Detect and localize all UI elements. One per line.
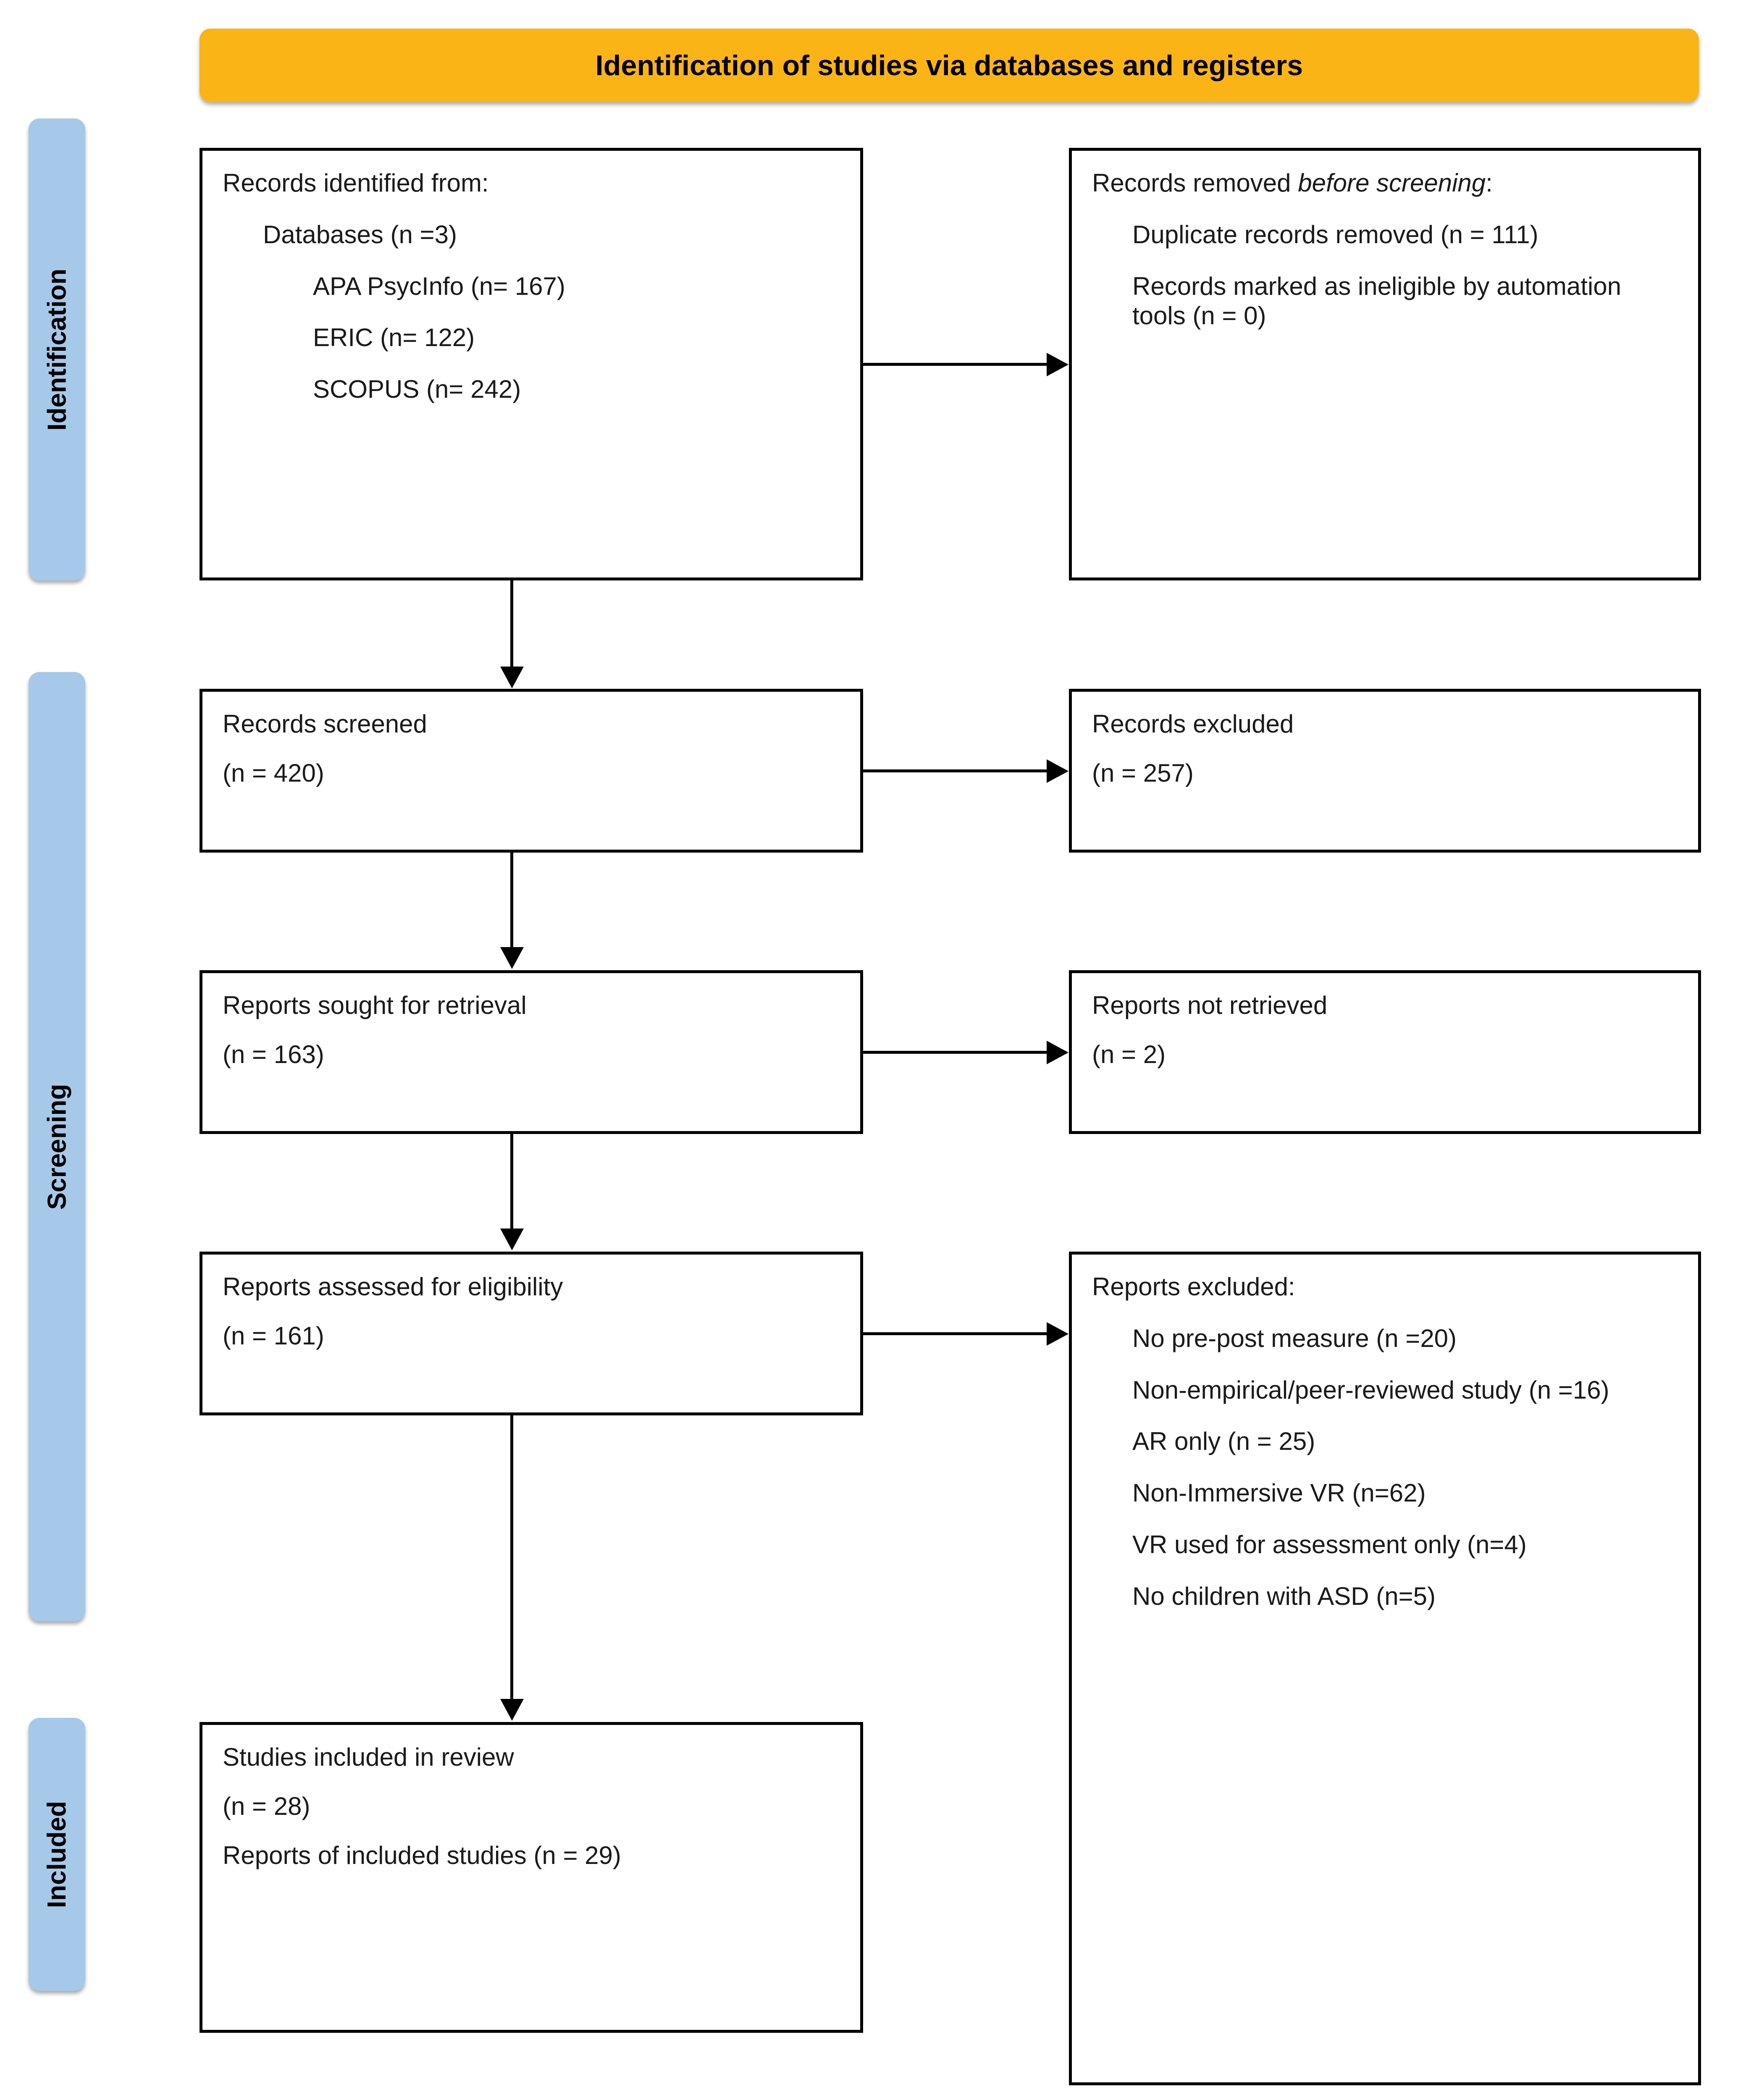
arrowhead-identified-to-removed (1047, 353, 1069, 376)
reason-no-children-with-asd: No children with ASD (n=5) (1132, 1582, 1436, 1610)
diagram-header-banner: Identification of studies via databases … (200, 29, 1699, 102)
arrowhead-assessed-to-reports-excluded (1047, 1322, 1069, 1346)
records-identified-heading: Records identified from: (223, 169, 489, 197)
arrowhead-sought-to-assessed (500, 1228, 524, 1250)
arrowhead-screened-to-sought (500, 947, 524, 969)
records-removed-heading-plain: Records removed (1092, 169, 1298, 197)
box-records-screened: Records screened (n = 420) (200, 689, 863, 853)
studies-included-count: (n = 28) (223, 1792, 310, 1820)
stage-label-screening: Screening (42, 1084, 71, 1210)
records-removed-heading-colon: : (1486, 169, 1493, 197)
records-identified-databases: Databases (n =3) (263, 220, 457, 249)
records-removed-heading: Records removed before screening: (1092, 168, 1678, 198)
stage-rail-included: Included (29, 1718, 85, 1991)
connector-sought-to-not-retrieved (863, 1051, 1047, 1054)
records-identified-apa-psycinfo: APA PsycInfo (n= 167) (313, 272, 565, 300)
banner-title: Identification of studies via databases … (595, 49, 1303, 81)
reason-vr-assessment-only: VR used for assessment only (n=4) (1132, 1530, 1527, 1559)
records-removed-heading-italic: before screening (1298, 169, 1486, 197)
duplicate-records-removed: Duplicate records removed (n = 111) (1132, 220, 1538, 249)
records-identified-eric: ERIC (n= 122) (313, 323, 475, 352)
connector-assessed-to-included (510, 1415, 513, 1699)
reason-ar-only: AR only (n = 25) (1132, 1427, 1315, 1456)
arrowhead-sought-to-not-retrieved (1047, 1041, 1069, 1064)
box-records-excluded: Records excluded (n = 257) (1069, 689, 1701, 853)
reports-assessed-title: Reports assessed for eligibility (223, 1273, 563, 1301)
records-excluded-title: Records excluded (1092, 710, 1294, 738)
records-marked-ineligible: Records marked as ineligible by automati… (1132, 272, 1621, 330)
box-reports-not-retrieved: Reports not retrieved (n = 2) (1069, 970, 1701, 1134)
stage-label-included: Included (42, 1801, 71, 1908)
connector-sought-to-assessed (510, 1134, 513, 1228)
stage-rail-screening: Screening (29, 672, 85, 1621)
records-excluded-count: (n = 257) (1092, 759, 1194, 787)
reports-assessed-count: (n = 161) (223, 1321, 324, 1350)
box-reports-sought-for-retrieval: Reports sought for retrieval (n = 163) (200, 970, 863, 1134)
reason-non-immersive-vr: Non-Immersive VR (n=62) (1132, 1479, 1426, 1507)
reports-of-included-studies: Reports of included studies (n = 29) (223, 1841, 621, 1869)
reason-non-empirical-study: Non-empirical/peer-reviewed study (n =16… (1132, 1376, 1609, 1404)
records-screened-count: (n = 420) (223, 759, 324, 787)
reports-sought-title: Reports sought for retrieval (223, 991, 527, 1019)
reports-not-retrieved-title: Reports not retrieved (1092, 991, 1328, 1019)
box-reports-assessed-for-eligibility: Reports assessed for eligibility (n = 16… (200, 1252, 863, 1415)
connector-assessed-to-reports-excluded (863, 1332, 1047, 1335)
records-identified-scopus: SCOPUS (n= 242) (313, 375, 521, 404)
connector-identified-to-screened (510, 580, 513, 667)
arrowhead-screened-to-excluded (1047, 759, 1069, 783)
reports-not-retrieved-count: (n = 2) (1092, 1040, 1166, 1068)
box-reports-excluded-reasons: Reports excluded: No pre-post measure (n… (1069, 1252, 1701, 2085)
reports-sought-count: (n = 163) (223, 1040, 324, 1068)
connector-screened-to-excluded (863, 769, 1047, 772)
box-records-removed-before-screening: Records removed before screening: Duplic… (1069, 148, 1701, 580)
box-studies-included-in-review: Studies included in review (n = 28) Repo… (200, 1722, 863, 2033)
reason-no-pre-post-measure: No pre-post measure (n =20) (1132, 1324, 1457, 1352)
box-records-identified: Records identified from: Databases (n =3… (200, 148, 863, 580)
connector-screened-to-sought (510, 853, 513, 947)
stage-rail-identification: Identification (29, 118, 85, 580)
reports-excluded-title: Reports excluded: (1092, 1273, 1295, 1301)
records-screened-title: Records screened (223, 710, 427, 738)
arrowhead-assessed-to-included (500, 1699, 524, 1721)
arrowhead-identified-to-screened (500, 667, 524, 688)
studies-included-title: Studies included in review (223, 1743, 514, 1771)
stage-label-identification: Identification (42, 268, 71, 430)
connector-identified-to-removed (863, 363, 1047, 366)
